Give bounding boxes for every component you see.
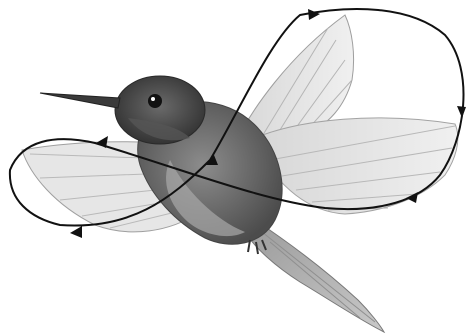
head <box>115 76 205 144</box>
tail <box>245 220 384 332</box>
arrow-icon <box>308 9 320 20</box>
arrow-icon <box>70 226 82 238</box>
arrow-icon <box>457 106 466 118</box>
eye <box>148 94 162 108</box>
beak <box>40 93 120 108</box>
